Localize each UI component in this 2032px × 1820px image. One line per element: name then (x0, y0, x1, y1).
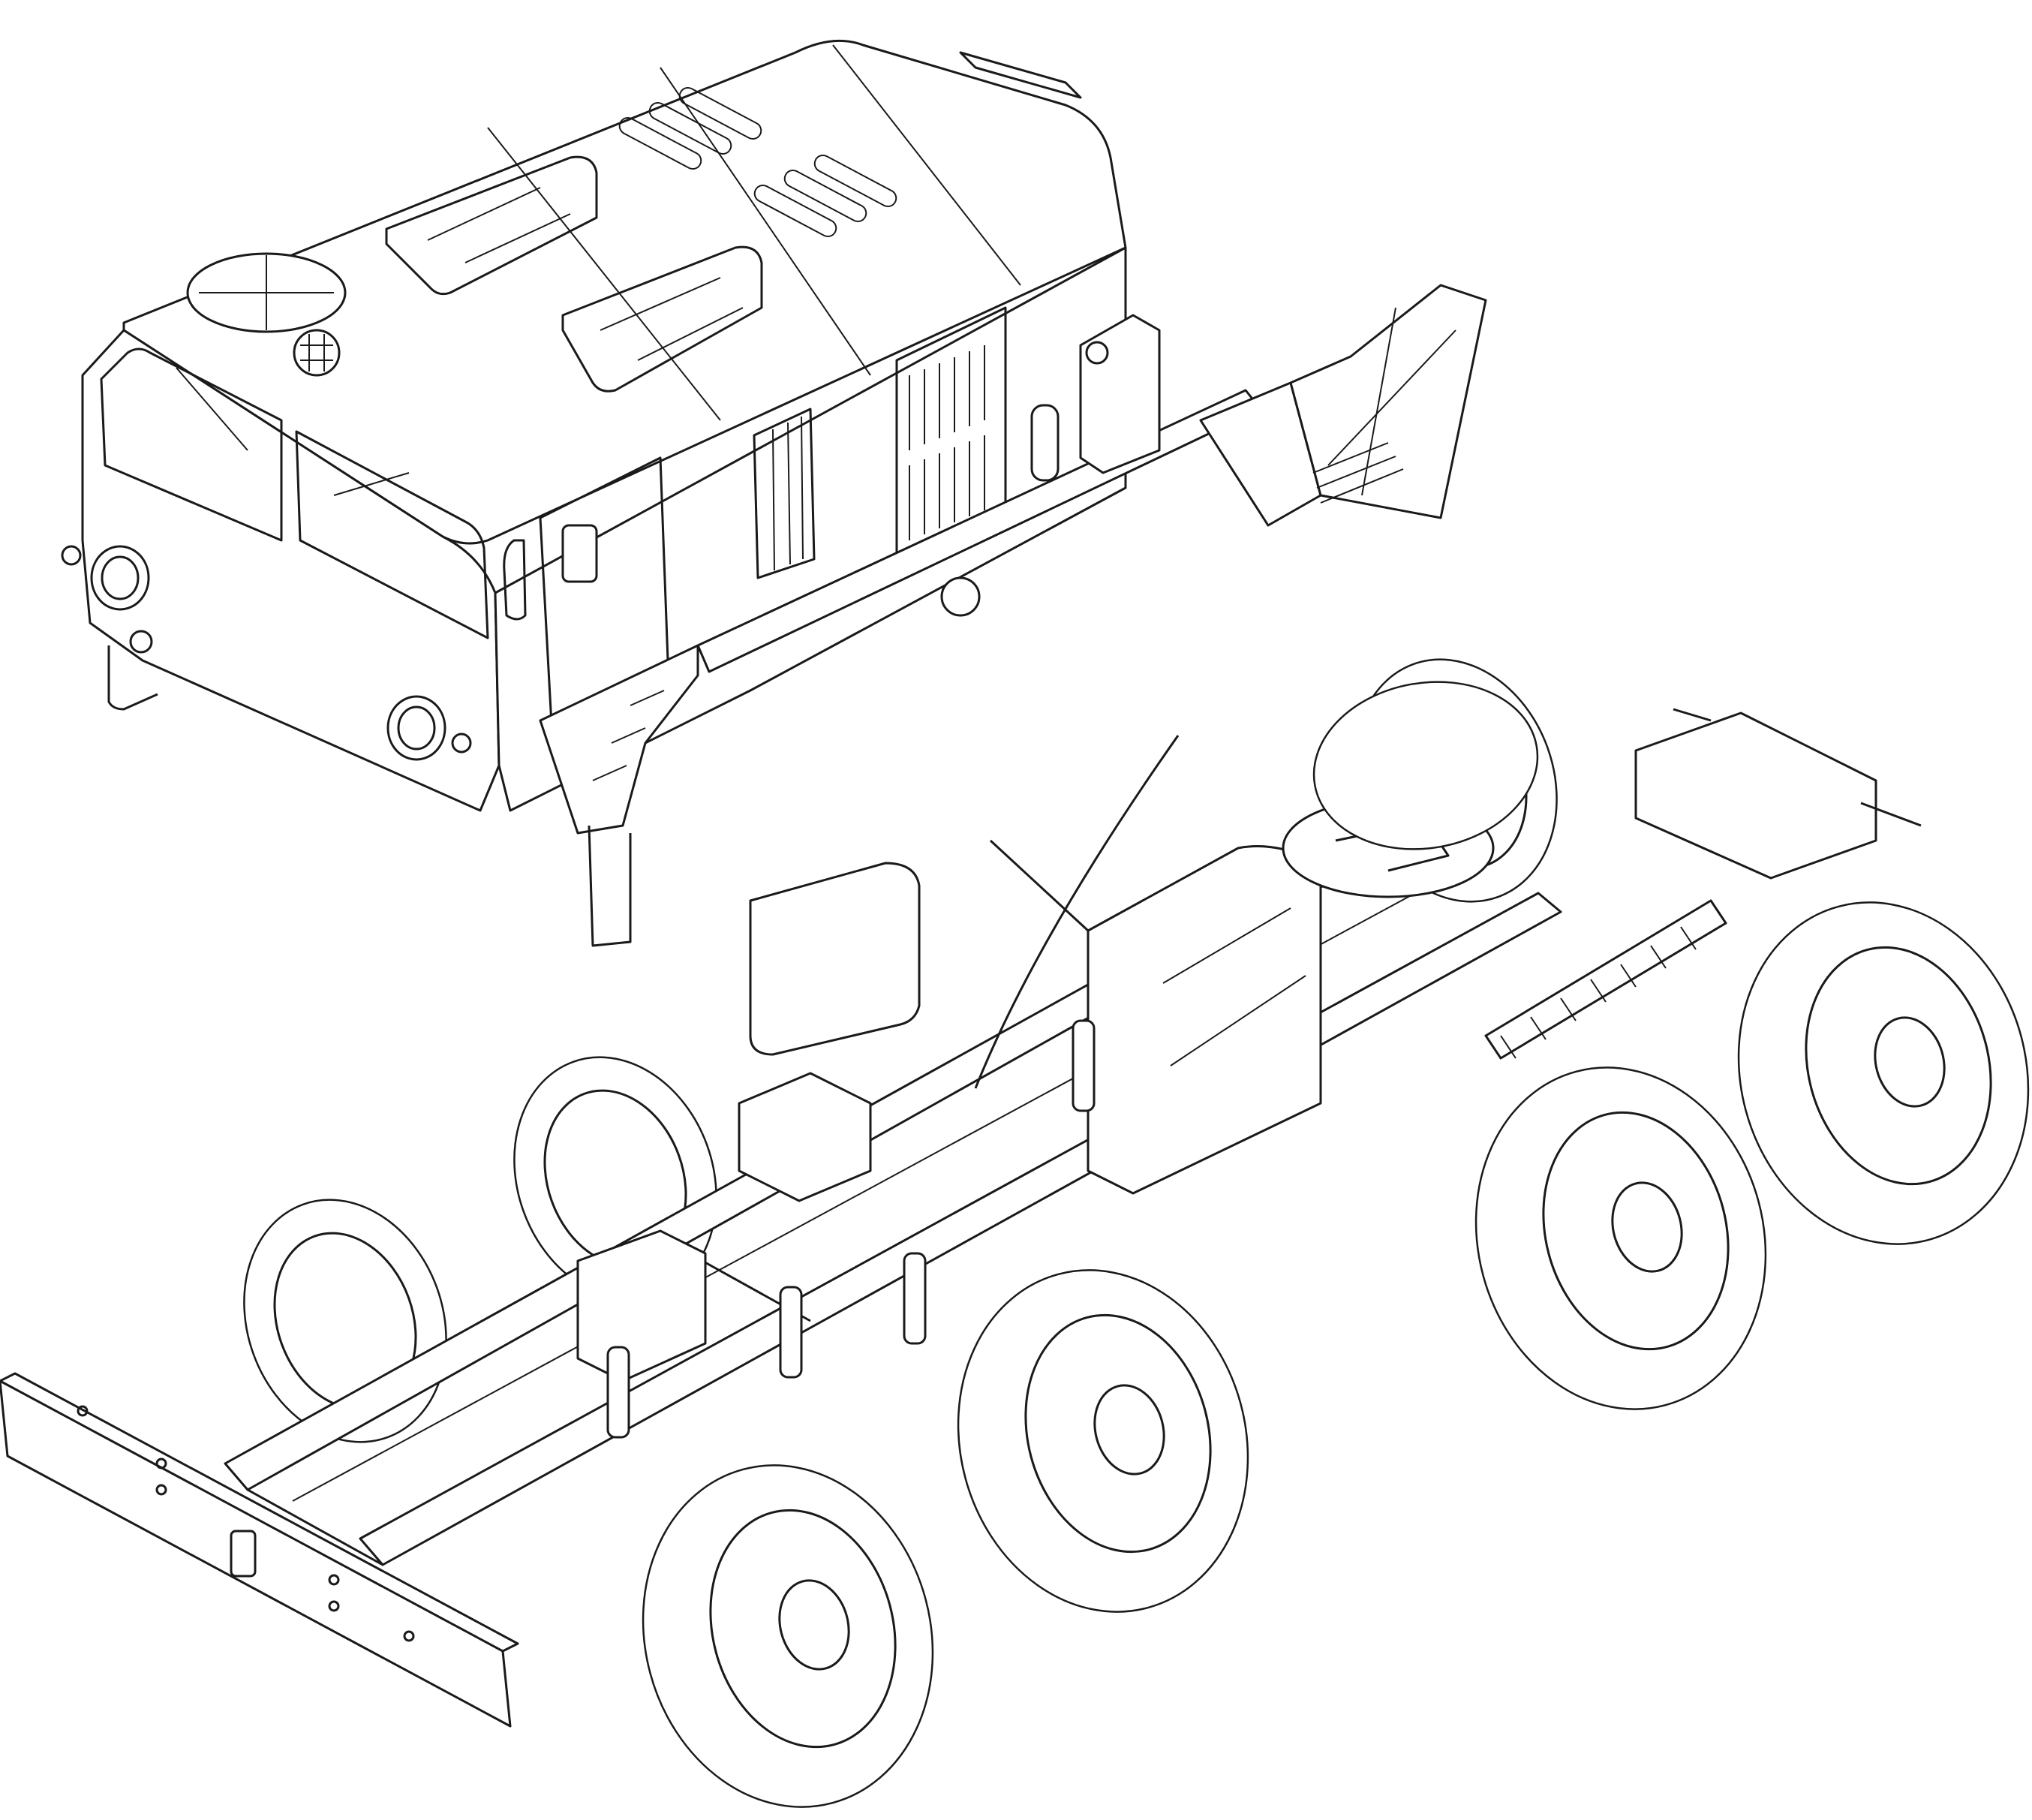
wheel-right-4 (642, 1464, 934, 1808)
wheel-right-1 (1737, 901, 2030, 1245)
extinguisher-icon (1030, 404, 1060, 482)
wheel-rear-top (1312, 681, 1539, 850)
wheel-right-3 (957, 1269, 1249, 1613)
cab-assembly (61, 39, 1487, 947)
tow-hook-icon (230, 1530, 257, 1578)
mesh-guard (1484, 899, 1727, 1060)
spotlight-icon (293, 329, 341, 377)
chassis-assembly (0, 658, 2030, 1808)
battery-box (576, 1229, 707, 1382)
wheel-right-2 (1474, 1066, 1767, 1410)
jerrycan-icon (1079, 314, 1161, 474)
side-tank (749, 862, 921, 1056)
